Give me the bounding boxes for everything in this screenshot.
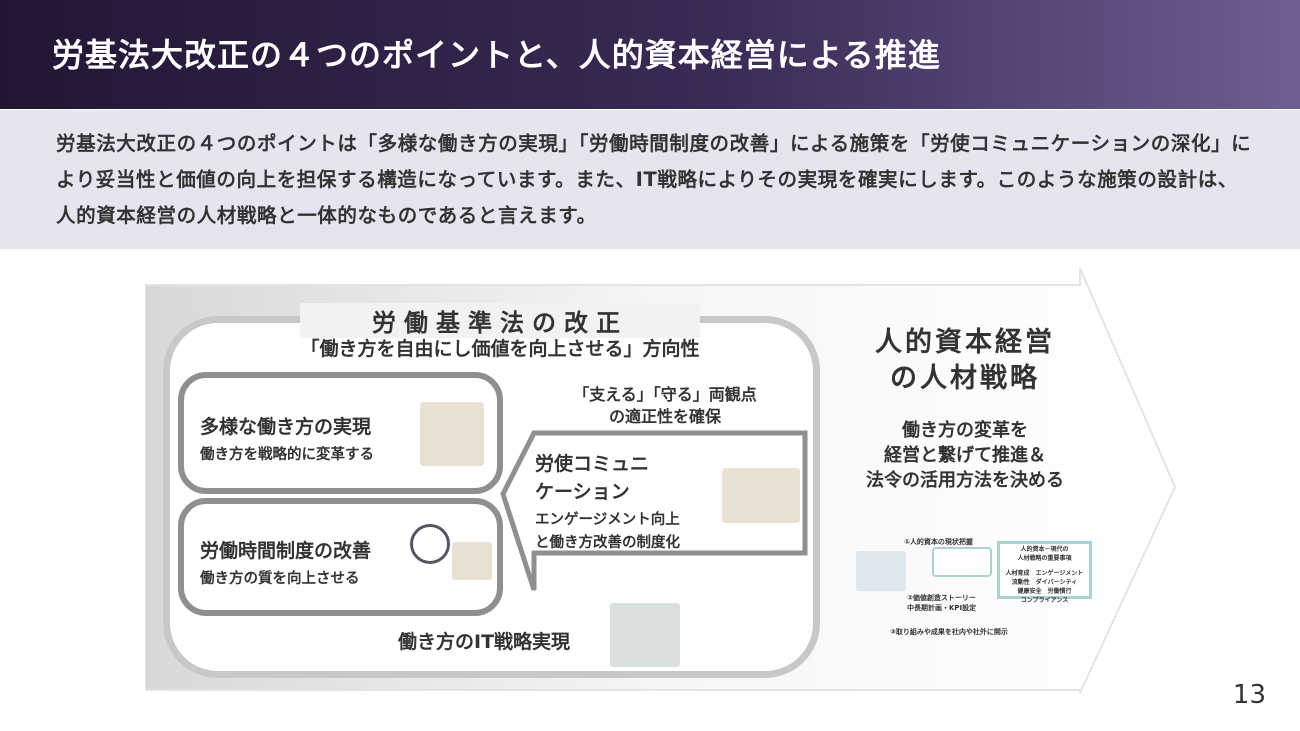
point-it-strategy: 働き方のIT戦略実現 xyxy=(398,631,571,653)
box-title: 人材戦略の重要事項 xyxy=(1017,555,1072,562)
hc-title-line: の人材戦略 xyxy=(890,363,1040,394)
point-title: 多様な働き方の実現 xyxy=(200,416,372,438)
point-title: 労使コミュニ xyxy=(535,453,650,475)
description-band: 労基法大改正の４つのポイントは「多様な働き方の実現」「労働時間制度の改善」による… xyxy=(0,110,1300,249)
mini-step2: ②価値創造ストーリー中長期計画・KPI設定 xyxy=(907,593,976,613)
hc-cycle-diagram: ①人的資本の現状把握 人的資本－現代の人材戦略の重要事項 人材育成 エンゲージメ… xyxy=(852,533,1107,641)
step2-line: ②価値創造ストーリー xyxy=(907,594,976,602)
office-illustration xyxy=(452,542,492,580)
hc-sub: 働き方の変革を経営と繋げて推進＆ 法令の活用方法を決める xyxy=(835,418,1095,493)
point-working-hours: 労働時間制度の改善働き方の質を向上させる xyxy=(178,498,503,616)
hc-title-line: 人的資本経営 xyxy=(875,327,1055,358)
point-sub: エンゲージメント向上 xyxy=(535,512,680,528)
caption-line: の適正性を確保 xyxy=(608,407,721,426)
point-sub: 働き方を戦略的に変革する xyxy=(200,447,374,463)
mini-step1: ①人的資本の現状把握 xyxy=(904,538,973,546)
point-title: 労働時間制度の改善 xyxy=(200,540,372,562)
page-number: 13 xyxy=(1232,680,1266,710)
law-title: 労働基準法の改正 xyxy=(300,303,700,338)
hc-sub-line: 法令の活用方法を決める xyxy=(866,470,1064,491)
point-sub: と働き方改善の制度化 xyxy=(535,535,680,551)
point-diverse-work: 多様な働き方の実現働き方を戦略的に変革する xyxy=(178,372,503,494)
hc-key-items-box: 人的資本－現代の人材戦略の重要事項 人材育成 エンゲージメント流動性 ダイバーシ… xyxy=(997,541,1092,604)
box-item: 流動性 ダイバーシティ xyxy=(1011,579,1078,586)
description-text: 労基法大改正の４つのポイントは「多様な働き方の実現」「労働時間制度の改善」による… xyxy=(56,132,1252,227)
box-item: 人材育成 エンゲージメント xyxy=(1005,570,1084,577)
people-building-illustration xyxy=(856,551,906,591)
box-item: コンプライアンス xyxy=(1020,597,1069,604)
caption-line: 「支える」「守る」両観点 xyxy=(573,385,757,404)
callout-caption: 「支える」「守る」両観点の適正性を確保 xyxy=(540,384,790,428)
law-direction: 「働き方を自由にし価値を向上させる」方向性 xyxy=(300,338,700,360)
hc-title: 人的資本経営の人材戦略 xyxy=(835,325,1095,397)
hc-sub-line: 経営と繋げて推進＆ xyxy=(884,445,1046,466)
mini-step3: ③取り組みや成果を社内や社外に開示 xyxy=(890,628,1008,636)
video-call-illustration xyxy=(610,603,680,667)
slide-title: 労基法大改正の４つのポイントと、人的資本経営による推進 xyxy=(52,36,941,74)
hc-sub-line: 働き方の変革を xyxy=(902,420,1028,441)
clock-icon xyxy=(410,524,450,564)
point-title: ケーション xyxy=(535,481,630,503)
meeting-illustration xyxy=(722,468,800,523)
header-bar xyxy=(0,0,1300,109)
box-title: 人的資本－現代の xyxy=(1020,546,1069,553)
point-labor-communication: 労使コミュニ ケーション エンゲージメント向上 と働き方改善の制度化 xyxy=(535,450,680,552)
box-item: 健康安全 労働慣行 xyxy=(1017,588,1072,595)
point-sub: 働き方の質を向上させる xyxy=(200,571,360,587)
chart-illustration xyxy=(932,547,992,577)
people-working-illustration xyxy=(420,402,484,466)
step2-line: 中長期計画・KPI設定 xyxy=(907,604,977,612)
